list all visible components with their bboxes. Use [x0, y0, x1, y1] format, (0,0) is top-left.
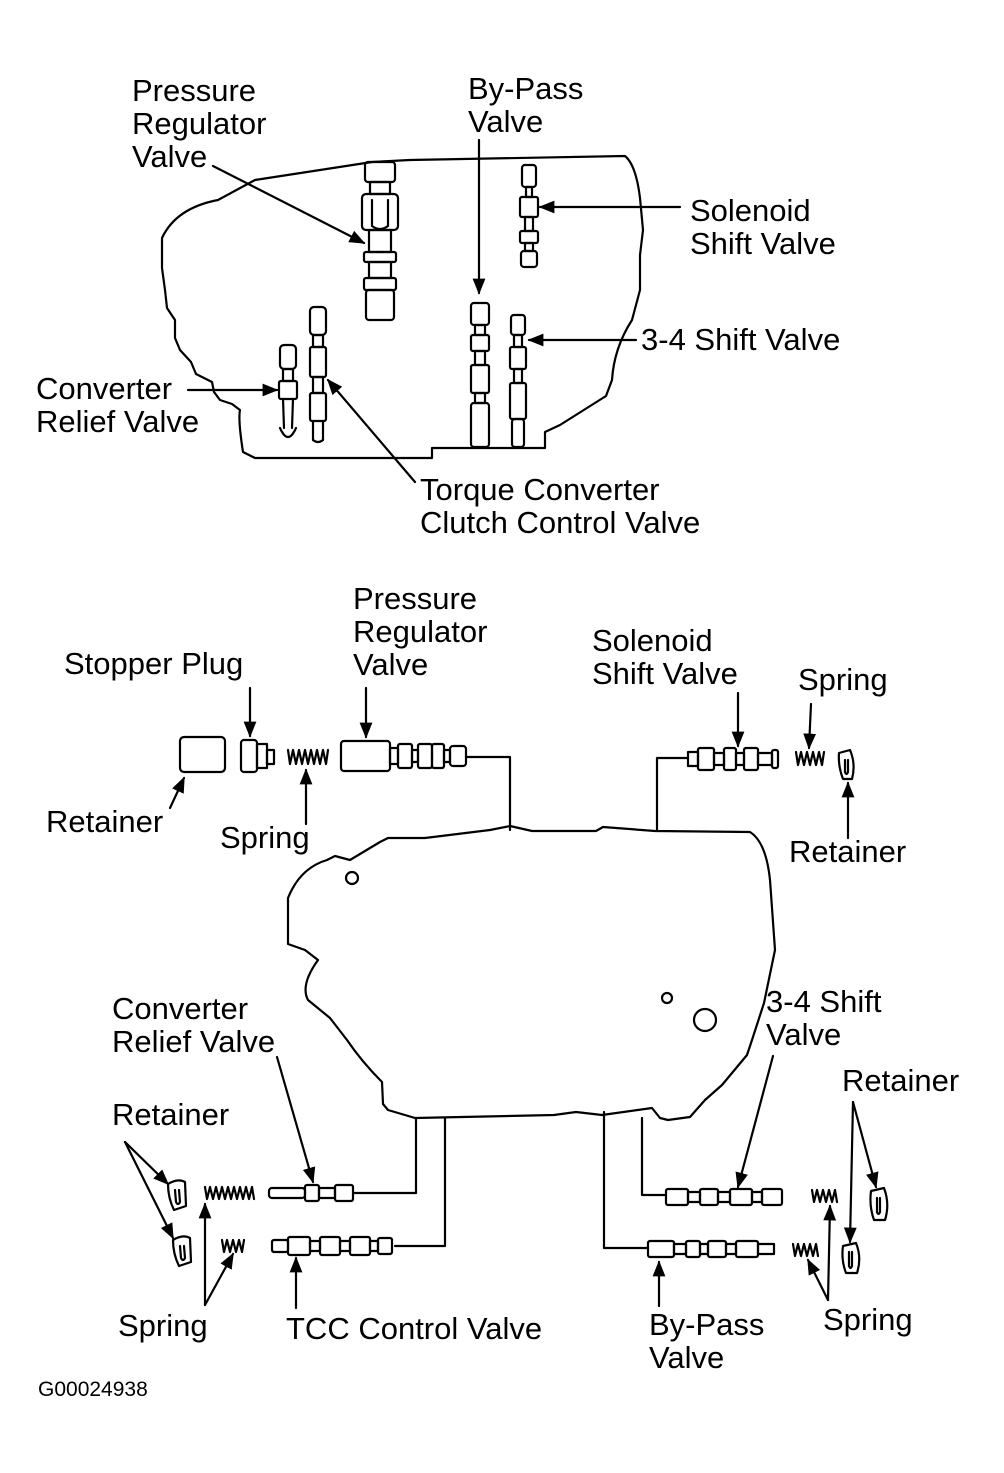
- body-hole-2: [662, 993, 672, 1003]
- body-hole-3: [694, 1009, 716, 1031]
- exploded-solenoid-shift-part: [688, 748, 778, 770]
- label-retainer-top-right: Retainer: [789, 834, 907, 869]
- label-tcc-control-valve: TCC Control Valve: [286, 1311, 543, 1346]
- arrow-top-pressure-regulator: [213, 166, 366, 243]
- exploded-bypass-part: [648, 1241, 774, 1257]
- exploded-stopper-plug-part: [241, 740, 274, 772]
- top-solenoid-shift-valve: [520, 165, 538, 267]
- label-top-solenoid-shift-valve: Solenoid Shift Valve: [690, 193, 836, 261]
- arrow-top-tcc: [328, 378, 415, 482]
- exploded-spring-bottom-left-lower-part: [222, 1240, 244, 1252]
- arrow-converter-relief: [277, 1057, 316, 1184]
- top-valve-body-outline: [162, 156, 643, 458]
- label-retainer-bottom-right: Retainer: [842, 1063, 960, 1098]
- top-converter-relief-valve: [279, 345, 297, 437]
- exploded-retainer-bottom-left-lower-part: [173, 1236, 191, 1266]
- label-spring-bottom-left: Spring: [118, 1308, 208, 1343]
- exploded-tcc-control-part: [272, 1237, 392, 1255]
- label-retainer-bottom-left: Retainer: [112, 1097, 230, 1132]
- exploded-pressure-regulator-part: [341, 741, 466, 771]
- exploded-retainer-bottom-right-lower-part: [842, 1243, 859, 1273]
- label-spring-top-right: Spring: [798, 662, 888, 697]
- body-hole-1: [346, 872, 358, 884]
- bore-line-bypass: [604, 1112, 648, 1248]
- arrow-34-shift: [735, 1056, 773, 1189]
- label-top-converter-relief-valve: Converter Relief Valve: [36, 371, 200, 439]
- label-exploded-34-shift-valve: 3-4 Shift Valve: [766, 984, 882, 1052]
- exploded-spring-top-right-part: [796, 752, 824, 765]
- label-stopper-plug: Stopper Plug: [64, 646, 244, 681]
- top-pressure-regulator-valve: [362, 162, 398, 320]
- arrow-spring-bottom-right-lower: [808, 1258, 828, 1300]
- bore-line-tcc: [395, 1118, 445, 1246]
- arrow-retainer-bottom-right-upper: [853, 1102, 879, 1189]
- exploded-34-shift-part: [666, 1189, 782, 1205]
- figure-code: G00024938: [38, 1378, 148, 1401]
- label-top-tcc-control-valve: Torque Converter Clutch Control Valve: [420, 472, 701, 540]
- label-exploded-solenoid-shift-valve: Solenoid Shift Valve: [592, 623, 738, 691]
- bore-line-34-shift: [642, 1118, 666, 1195]
- label-exploded-pressure-regulator-valve: Pressure Regulator Valve: [353, 581, 488, 682]
- label-spring-bottom-right: Spring: [823, 1302, 913, 1337]
- exploded-spring-bottom-left-upper-part: [205, 1187, 254, 1199]
- exploded-retainer-bottom-left-upper-part: [168, 1180, 186, 1210]
- label-top-pressure-regulator-valve: Pressure Regulator Valve: [132, 73, 267, 174]
- exploded-spring-top-left-part: [288, 750, 328, 764]
- arrow-retainer-bottom-left-lower: [125, 1142, 173, 1240]
- bore-line-pressure-regulator: [466, 757, 510, 830]
- exploded-retainer-top-right-part: [839, 750, 854, 779]
- top-bypass-valve: [471, 303, 489, 447]
- arrow-retainer-top-left: [170, 776, 184, 808]
- label-exploded-bypass-valve: By-Pass Valve: [649, 1307, 765, 1375]
- bore-line-converter-relief: [353, 1118, 416, 1193]
- exploded-retainer-top-left-part: [180, 737, 225, 772]
- top-tcc-control-valve: [310, 307, 326, 442]
- top-34-shift-valve: [510, 315, 526, 447]
- exploded-valve-body-outline: [288, 826, 775, 1120]
- label-top-34-shift-valve: 3-4 Shift Valve: [641, 322, 841, 357]
- label-top-bypass-valve: By-Pass Valve: [468, 71, 584, 139]
- arrow-retainer-bottom-left-upper: [125, 1142, 170, 1186]
- label-spring-top-left: Spring: [220, 820, 310, 855]
- label-retainer-top-left: Retainer: [46, 804, 164, 839]
- bore-line-solenoid: [657, 758, 688, 831]
- arrow-spring-bottom-right-upper: [823, 1204, 837, 1300]
- exploded-spring-bottom-right-upper-part: [812, 1190, 837, 1202]
- arrow-spring-top-right: [803, 704, 817, 750]
- arrow-spring-bottom-left-lower: [205, 1252, 233, 1305]
- exploded-retainer-bottom-right-upper-part: [870, 1188, 887, 1220]
- exploded-spring-bottom-right-lower-part: [793, 1244, 818, 1256]
- arrow-retainer-bottom-right-lower: [843, 1102, 857, 1244]
- label-exploded-converter-relief-valve: Converter Relief Valve: [112, 991, 276, 1059]
- exploded-converter-relief-part: [269, 1185, 353, 1201]
